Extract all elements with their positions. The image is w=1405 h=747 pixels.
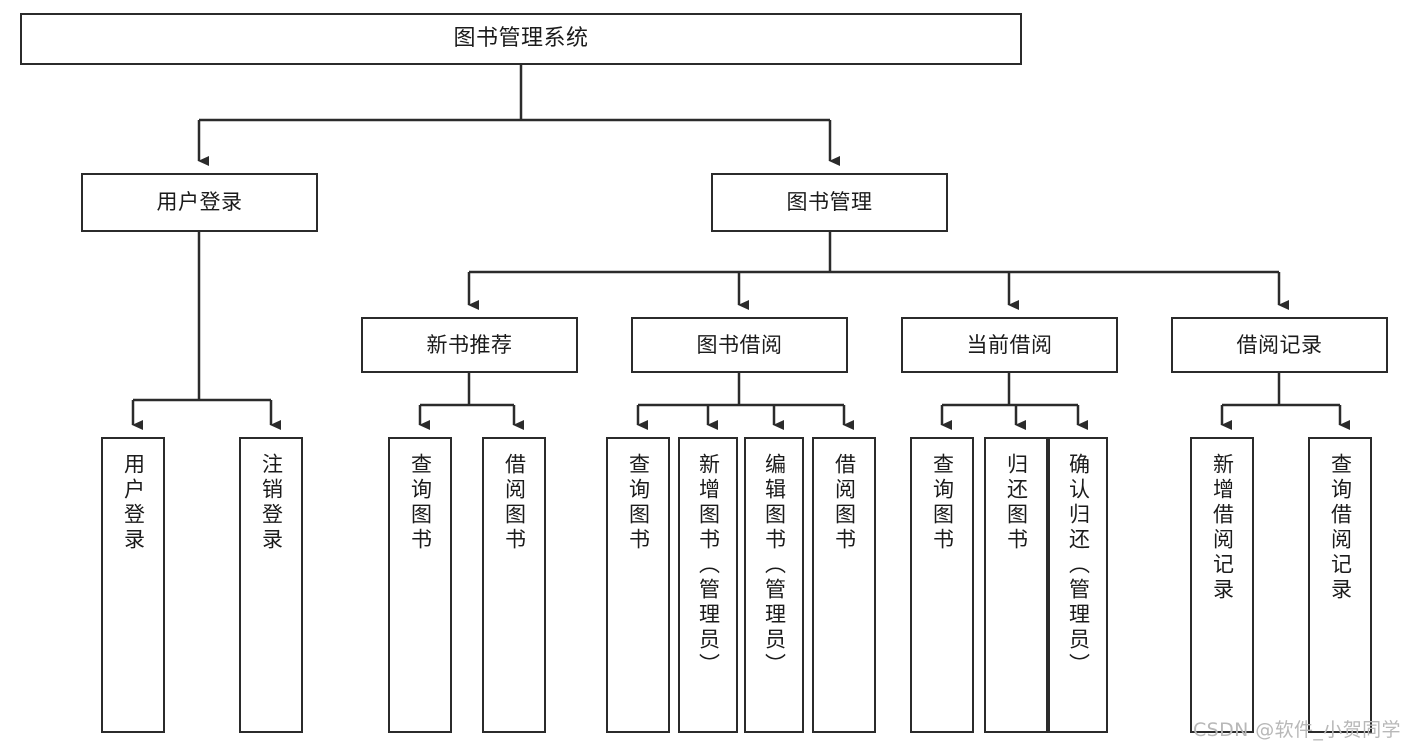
node-user-login[interactable]: 用户登录	[81, 173, 318, 232]
node-label: 查询借阅记录	[1328, 453, 1353, 603]
node-book-borrow[interactable]: 图书借阅	[631, 317, 848, 373]
node-leaf-query-book-3[interactable]: 查询图书	[910, 437, 974, 733]
node-label: 查询图书	[626, 453, 651, 553]
node-leaf-add-record[interactable]: 新增借阅记录	[1190, 437, 1254, 733]
csdn-watermark: CSDN @软件_小贺同学	[1193, 719, 1401, 741]
node-label: 新增借阅记录	[1210, 453, 1235, 603]
node-label: 借阅记录	[1236, 332, 1323, 357]
node-leaf-query-book-1[interactable]: 查询图书	[388, 437, 452, 733]
node-label: 图书借阅	[696, 332, 783, 357]
node-label: 借阅图书	[502, 453, 527, 553]
node-leaf-borrow-book-2[interactable]: 借阅图书	[812, 437, 876, 733]
node-label: 用户登录	[121, 453, 146, 553]
node-leaf-confirm-return[interactable]: 确认归还（管理员）	[1048, 437, 1108, 733]
node-label: 查询图书	[408, 453, 433, 553]
node-current-borrow[interactable]: 当前借阅	[901, 317, 1118, 373]
node-label: 查询图书	[930, 453, 955, 553]
node-book-manage[interactable]: 图书管理	[711, 173, 948, 232]
node-leaf-add-book[interactable]: 新增图书（管理员）	[678, 437, 738, 733]
node-borrow-record[interactable]: 借阅记录	[1171, 317, 1388, 373]
node-new-book-rec[interactable]: 新书推荐	[361, 317, 578, 373]
node-label: 归还图书	[1004, 453, 1029, 553]
node-label: 确认归还（管理员）	[1066, 453, 1091, 678]
node-leaf-query-book-2[interactable]: 查询图书	[606, 437, 670, 733]
node-leaf-user-login[interactable]: 用户登录	[101, 437, 165, 733]
node-leaf-return-book[interactable]: 归还图书	[984, 437, 1048, 733]
node-label: 新增图书（管理员）	[696, 453, 721, 678]
node-label: 借阅图书	[832, 453, 857, 553]
node-label: 图书管理系统	[453, 26, 589, 52]
node-leaf-edit-book[interactable]: 编辑图书（管理员）	[744, 437, 804, 733]
node-label: 当前借阅	[966, 332, 1053, 357]
node-label: 用户登录	[156, 190, 243, 215]
node-label: 图书管理	[786, 190, 873, 215]
node-label: 注销登录	[259, 453, 284, 553]
node-leaf-borrow-book-1[interactable]: 借阅图书	[482, 437, 546, 733]
node-leaf-query-record[interactable]: 查询借阅记录	[1308, 437, 1372, 733]
node-label: 编辑图书（管理员）	[762, 453, 787, 678]
node-label: 新书推荐	[426, 332, 513, 357]
node-leaf-user-logout[interactable]: 注销登录	[239, 437, 303, 733]
node-root[interactable]: 图书管理系统	[20, 13, 1022, 65]
